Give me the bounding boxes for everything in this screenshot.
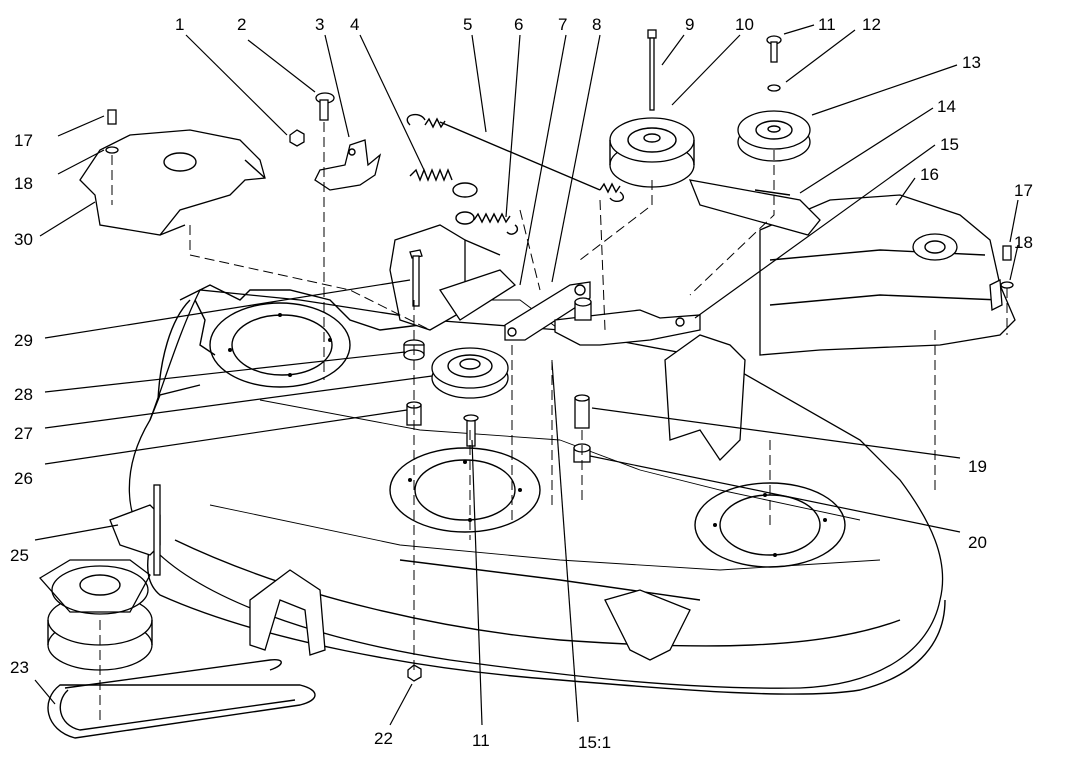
deck-rear-shelf bbox=[179, 284, 421, 356]
callout-23: 23 bbox=[10, 658, 29, 677]
callout-22: 22 bbox=[374, 729, 393, 748]
callout-30: 30 bbox=[14, 230, 33, 249]
callout-18-left: 18 bbox=[14, 174, 33, 193]
callout-4: 4 bbox=[350, 15, 359, 34]
bolt-29 bbox=[409, 249, 423, 307]
front-hitch-bracket-right bbox=[604, 589, 691, 661]
nut-part-1 bbox=[289, 129, 305, 147]
callout-13: 13 bbox=[962, 53, 981, 72]
rear-bracket-right bbox=[664, 334, 746, 462]
idler-bracket bbox=[314, 139, 382, 191]
clutch-bracket-25 bbox=[109, 484, 161, 576]
callout-15-1: 15:1 bbox=[578, 733, 611, 752]
bolt-17-right bbox=[1000, 245, 1014, 289]
callout-2: 2 bbox=[237, 15, 246, 34]
callout-16: 16 bbox=[920, 165, 939, 184]
bolt-17-left bbox=[105, 109, 119, 154]
callout-26: 26 bbox=[14, 469, 33, 488]
callout-11-bottom: 11 bbox=[472, 731, 490, 750]
spring-part-6 bbox=[455, 211, 519, 235]
callout-12: 12 bbox=[862, 15, 881, 34]
spring-part-4 bbox=[409, 168, 478, 198]
spring-part-5 bbox=[406, 113, 625, 202]
callout-25: 25 bbox=[10, 546, 29, 565]
callout-27: 27 bbox=[14, 424, 33, 443]
pivot-arm-8 bbox=[504, 281, 591, 341]
left-spindle-housing bbox=[209, 302, 351, 388]
bolt-9 bbox=[647, 29, 657, 111]
callout-18-right: 18 bbox=[1014, 233, 1033, 252]
callout-5: 5 bbox=[463, 15, 472, 34]
callout-19: 19 bbox=[968, 457, 987, 476]
callout-11-top: 11 bbox=[818, 15, 836, 34]
callout-14: 14 bbox=[937, 97, 956, 116]
baffle-strip bbox=[688, 179, 821, 236]
leader-lines bbox=[34, 24, 1019, 726]
drive-belt bbox=[47, 658, 316, 739]
callout-labels: 1 2 3 4 5 6 7 8 9 10 11 12 13 14 15 16 1… bbox=[10, 15, 1033, 752]
callout-28: 28 bbox=[14, 385, 33, 404]
idler-arm bbox=[389, 224, 517, 331]
callout-15: 15 bbox=[940, 135, 959, 154]
carriage-bolt bbox=[315, 92, 335, 121]
callout-6: 6 bbox=[514, 15, 523, 34]
spacer-19 bbox=[574, 394, 590, 429]
bracket-15 bbox=[554, 297, 701, 346]
idler-pulley-27 bbox=[431, 347, 509, 399]
center-spindle-housing bbox=[389, 447, 541, 533]
front-hitch-bracket-left bbox=[249, 569, 326, 656]
callout-9: 9 bbox=[685, 15, 694, 34]
alignment-lines bbox=[99, 122, 1008, 720]
idler-pulley-13 bbox=[737, 110, 811, 162]
left-belt-cover bbox=[79, 129, 266, 236]
callout-3: 3 bbox=[315, 15, 324, 34]
callout-7: 7 bbox=[558, 15, 567, 34]
bolt-11-lower bbox=[463, 414, 479, 447]
bolt-11-upper bbox=[766, 35, 782, 63]
callout-10: 10 bbox=[735, 15, 754, 34]
callout-1: 1 bbox=[175, 15, 184, 34]
idler-pulley-10 bbox=[609, 117, 695, 188]
callout-17-left: 17 bbox=[14, 131, 33, 150]
callout-8: 8 bbox=[592, 15, 601, 34]
electric-pto-clutch bbox=[38, 559, 153, 671]
callout-20: 20 bbox=[968, 533, 987, 552]
washer-12 bbox=[767, 84, 781, 92]
right-belt-cover bbox=[759, 194, 1016, 356]
callout-17-right: 17 bbox=[1014, 181, 1033, 200]
callout-29: 29 bbox=[14, 331, 33, 350]
